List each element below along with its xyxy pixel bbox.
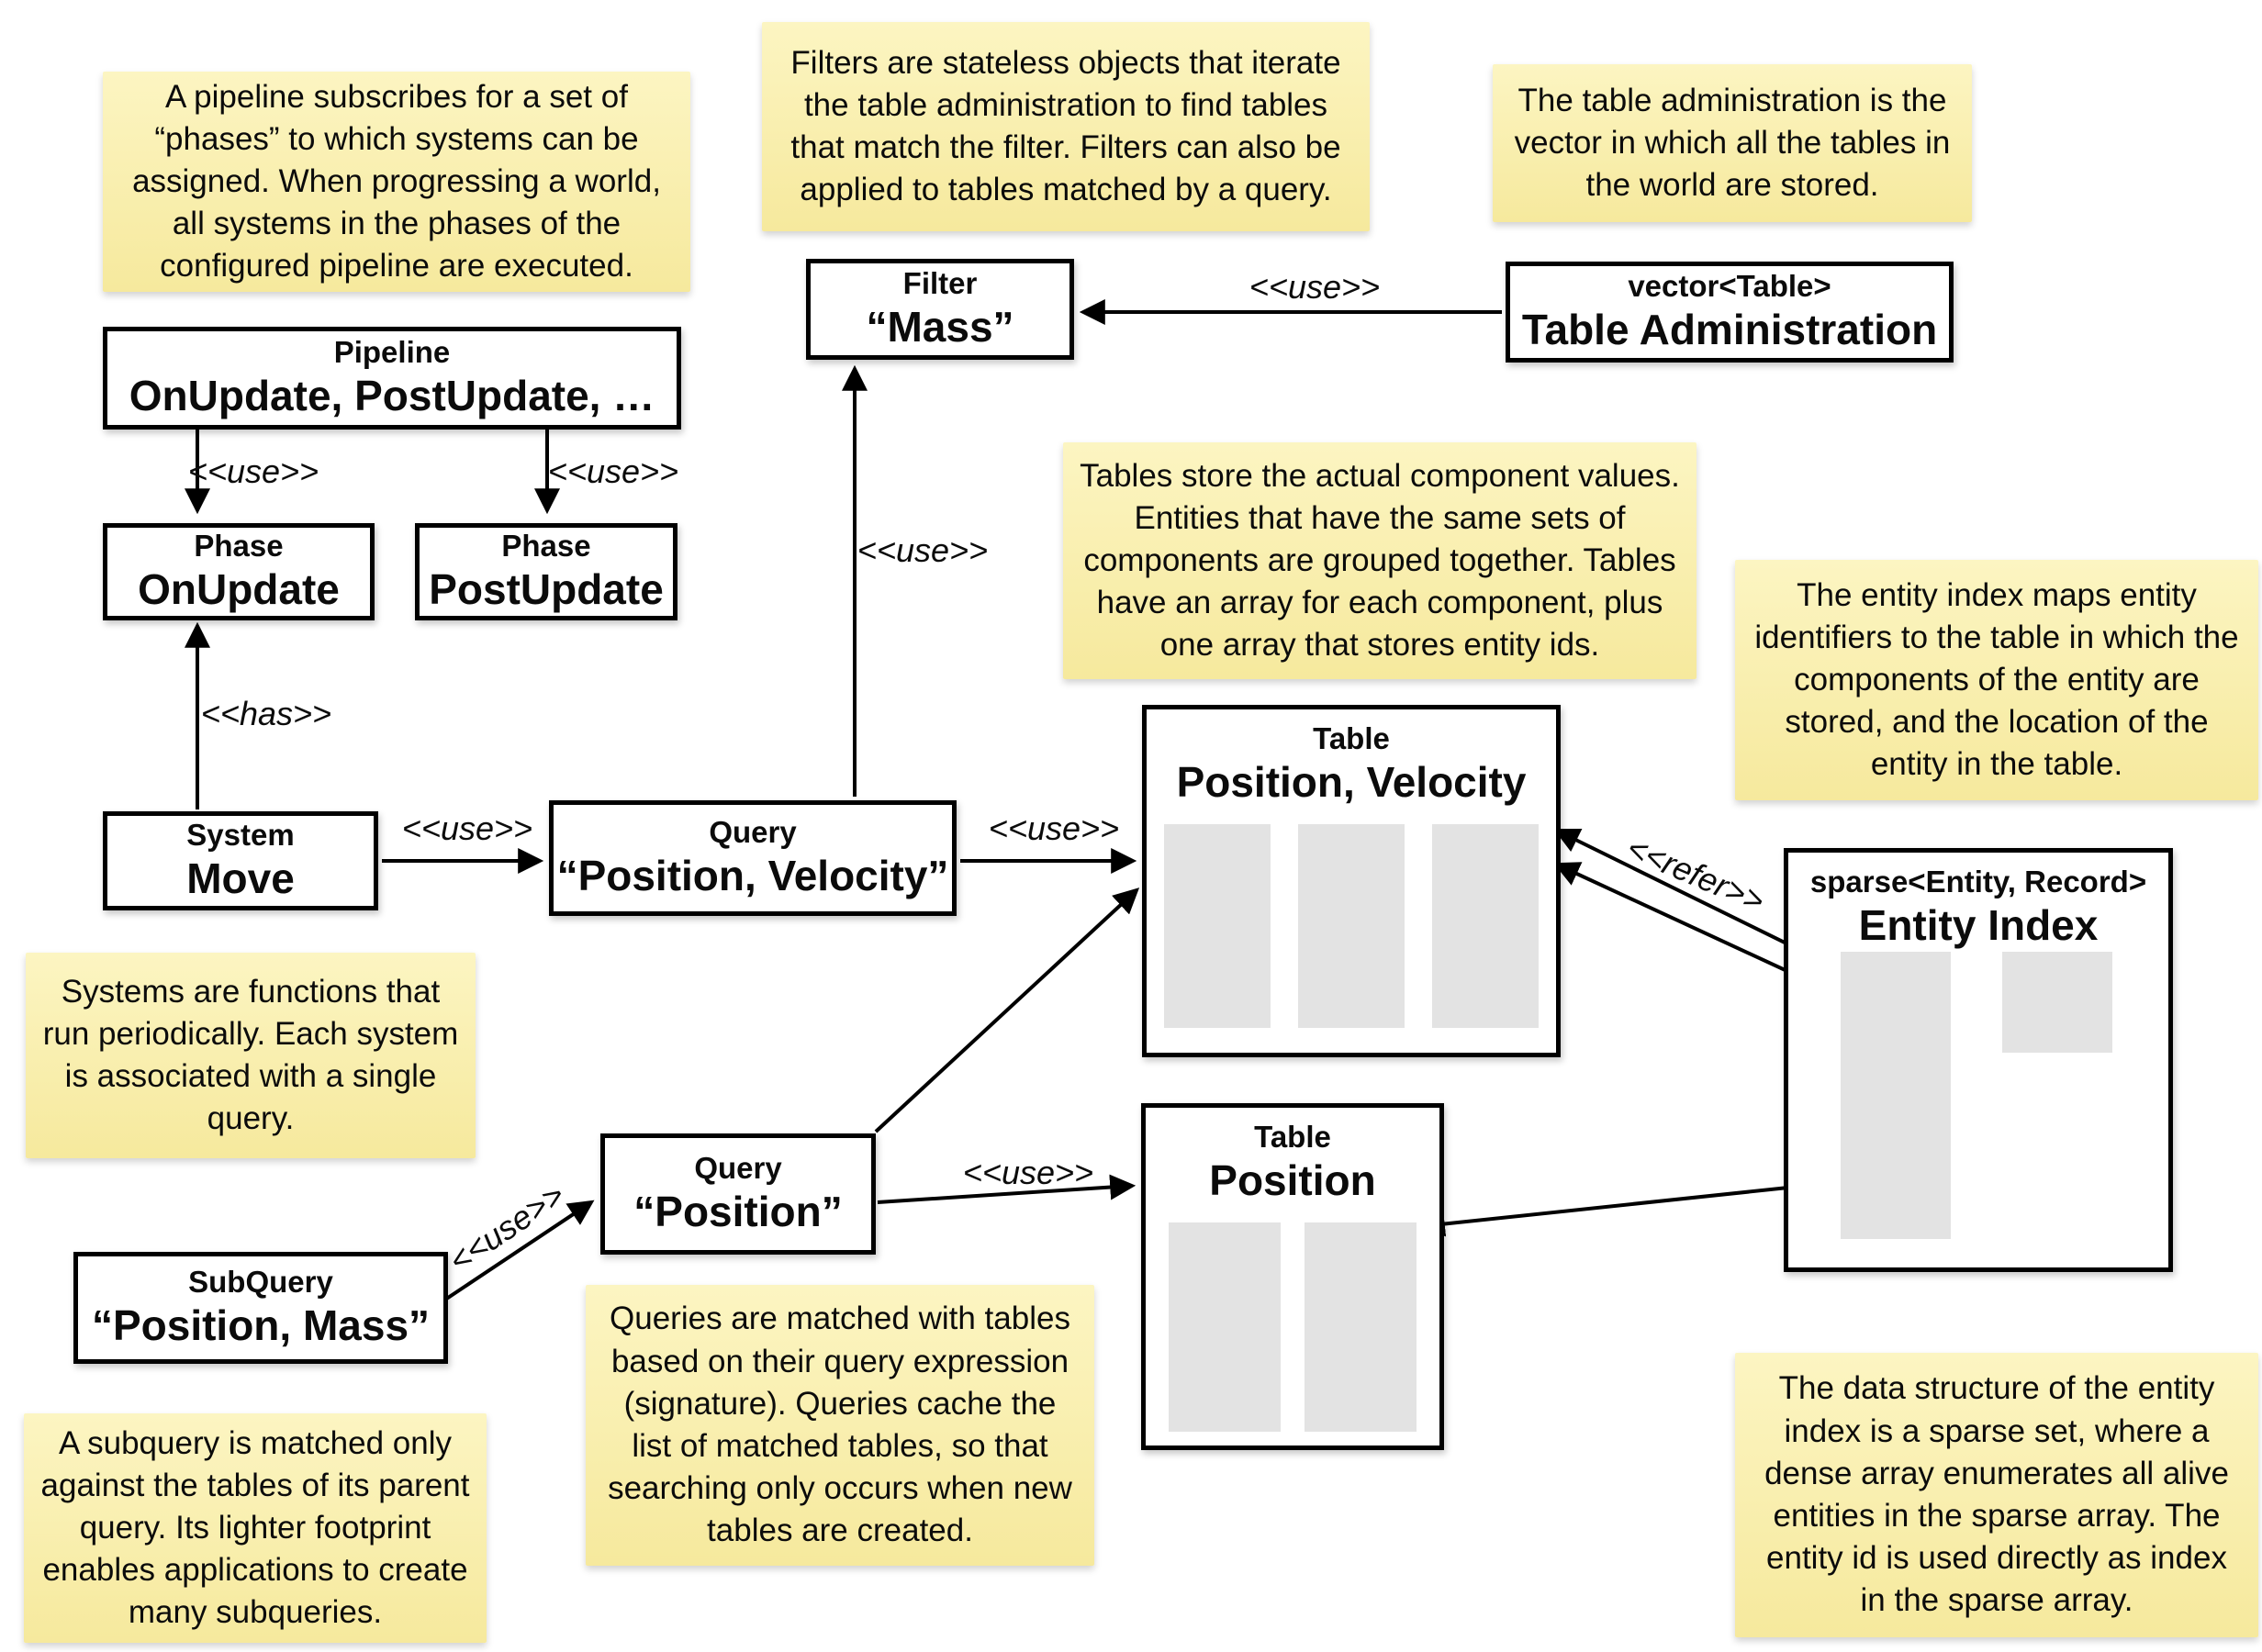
component-column: [1305, 1222, 1417, 1433]
note-sparse-set-text: The data structure of the entity index i…: [1764, 1370, 2229, 1619]
box-pipeline: Pipeline OnUpdate, PostUpdate, …: [103, 327, 681, 430]
edge-label-refer-entityindex-table: <<refer>>: [1621, 828, 1770, 921]
box-table-position-velocity: Table Position, Velocity: [1142, 705, 1561, 1057]
box-subquery-position-mass-name: “Position, Mass”: [91, 1301, 431, 1350]
box-filter-mass: Filter “Mass”: [806, 259, 1074, 360]
box-table-administration: vector<Table> Table Administration: [1506, 262, 1954, 363]
note-queries: Queries are matched with tables based on…: [586, 1285, 1094, 1566]
note-systems-text: Systems are functions that run periodica…: [42, 973, 459, 1137]
note-filters: Filters are stateless objects that itera…: [762, 22, 1370, 231]
box-entity-index-name: Entity Index: [1858, 901, 2099, 950]
note-filters-text: Filters are stateless objects that itera…: [790, 44, 1341, 208]
box-query-position-velocity-stereotype: Query: [709, 814, 797, 849]
box-system-move-name: Move: [186, 854, 295, 903]
sparse-array-column: [1841, 952, 1951, 1239]
note-tables-text: Tables store the actual component values…: [1080, 457, 1680, 664]
note-subquery: A subquery is matched only against the t…: [24, 1413, 487, 1643]
box-table-position-velocity-stereotype: Table: [1313, 721, 1390, 755]
edge-label-use-tableadmin-filter: <<use>>: [1249, 268, 1381, 306]
box-table-administration-stereotype: vector<Table>: [1628, 268, 1831, 303]
edge-label-has-system-phase: <<has>>: [200, 695, 332, 732]
box-filter-mass-name: “Mass”: [866, 303, 1014, 352]
box-pipeline-name: OnUpdate, PostUpdate, …: [129, 372, 655, 420]
box-subquery-position-mass: SubQuery “Position, Mass”: [73, 1252, 448, 1364]
note-systems: Systems are functions that run periodica…: [26, 953, 476, 1158]
box-query-position-name: “Position”: [633, 1188, 843, 1236]
edge-label-use-system-query: <<use>>: [401, 809, 533, 847]
note-table-administration: The table administration is the vector i…: [1493, 64, 1972, 222]
box-table-position-name: Position: [1209, 1156, 1376, 1205]
box-phase-onupdate-stereotype: Phase: [194, 528, 284, 563]
box-phase-onupdate-name: OnUpdate: [138, 565, 340, 614]
note-subquery-text: A subquery is matched only against the t…: [40, 1424, 470, 1631]
edge-entityindex-to-table-pos: [1418, 1180, 1842, 1237]
component-column: [1164, 824, 1271, 1029]
note-sparse-set: The data structure of the entity index i…: [1735, 1353, 2258, 1637]
edge-label-use-query-table-pv: <<use>>: [988, 809, 1120, 847]
box-query-position-velocity: Query “Position, Velocity”: [549, 800, 957, 916]
edge-querypos-to-table-pv: [874, 887, 1140, 1133]
box-filter-mass-stereotype: Filter: [902, 265, 978, 300]
edge-label-use-query-filter: <<use>>: [857, 531, 989, 569]
box-table-position-velocity-name: Position, Velocity: [1176, 758, 1527, 807]
edge-label-use-pipeline-onupdate: <<use>>: [187, 452, 319, 490]
edge-label-use-subquery-query: <<use>>: [442, 1175, 572, 1280]
box-phase-onupdate: Phase OnUpdate: [103, 523, 375, 620]
box-system-move-stereotype: System: [186, 817, 295, 852]
box-entity-index-stereotype: sparse<Entity, Record>: [1809, 865, 2147, 899]
note-pipeline: A pipeline subscribes for a set of “phas…: [103, 72, 690, 292]
note-pipeline-text: A pipeline subscribes for a set of “phas…: [132, 78, 661, 285]
box-table-administration-name: Table Administration: [1521, 306, 1938, 354]
component-column: [1169, 1222, 1281, 1433]
box-system-move: System Move: [103, 811, 378, 910]
box-phase-postupdate-stereotype: Phase: [501, 528, 591, 563]
note-entity-index-text: The entity index maps entity identifiers…: [1754, 576, 2239, 783]
box-query-position: Query “Position”: [600, 1133, 876, 1255]
note-entity-index: The entity index maps entity identifiers…: [1735, 560, 2258, 800]
box-query-position-stereotype: Query: [694, 1150, 782, 1185]
box-table-position-stereotype: Table: [1254, 1120, 1331, 1154]
edge-label-use-pipeline-postupdate: <<use>>: [547, 452, 679, 490]
component-column: [1432, 824, 1539, 1029]
table-position-columns: [1169, 1222, 1417, 1433]
note-table-administration-text: The table administration is the vector i…: [1514, 82, 1951, 204]
table-position-velocity-columns: [1164, 824, 1539, 1029]
edge-label-use-querypos-tablepos: <<use>>: [962, 1154, 1094, 1191]
box-table-position: Table Position: [1141, 1103, 1444, 1450]
box-pipeline-stereotype: Pipeline: [333, 334, 451, 369]
box-phase-postupdate: Phase PostUpdate: [415, 523, 677, 620]
dense-array-block: [2002, 952, 2112, 1053]
note-queries-text: Queries are matched with tables based on…: [608, 1300, 1072, 1549]
box-subquery-position-mass-stereotype: SubQuery: [188, 1264, 333, 1299]
box-query-position-velocity-name: “Position, Velocity”: [556, 852, 949, 900]
component-column: [1298, 824, 1405, 1029]
note-tables: Tables store the actual component values…: [1063, 442, 1696, 679]
box-phase-postupdate-name: PostUpdate: [429, 565, 664, 614]
